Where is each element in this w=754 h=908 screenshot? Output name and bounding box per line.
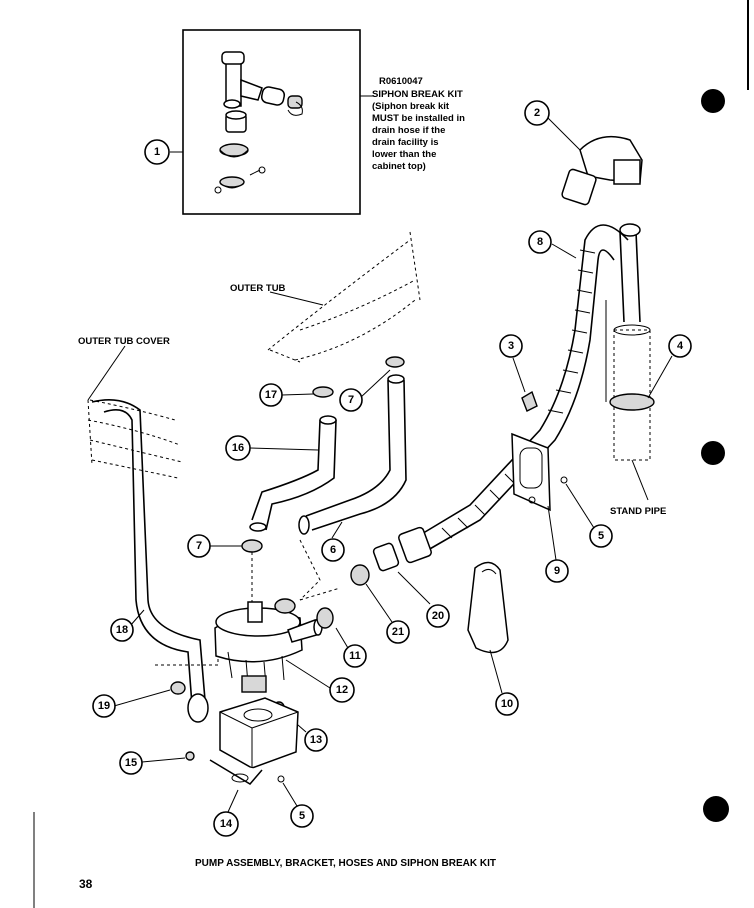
callout-8: 8 xyxy=(537,236,543,248)
callout-19: 19 xyxy=(98,700,110,712)
kit-line-5: drain facility is xyxy=(372,137,439,148)
kit-part-number: R0610047 xyxy=(379,76,423,87)
hose-end-2 xyxy=(561,135,643,206)
kit-line-6: lower than the xyxy=(372,149,436,160)
callout-1: 1 xyxy=(154,146,160,158)
callout-16: 16 xyxy=(232,442,244,454)
hose-cover-10 xyxy=(467,561,509,654)
stand-pipe xyxy=(605,300,655,461)
hose-bracket-9 xyxy=(511,432,551,512)
callout-7-lower: 7 xyxy=(196,540,202,552)
callout-12: 12 xyxy=(336,684,348,696)
callout-4: 4 xyxy=(677,340,684,352)
callout-6: 6 xyxy=(330,544,336,556)
callout-11: 11 xyxy=(349,650,361,662)
binder-hole-bottom xyxy=(703,796,729,822)
kit-line-2: (Siphon break kit xyxy=(372,101,450,112)
page-number: 38 xyxy=(79,877,93,891)
outer-tub-cover xyxy=(87,399,183,479)
callout-15: 15 xyxy=(125,757,137,769)
callout-13: 13 xyxy=(310,734,322,746)
kit-line-7: cabinet top) xyxy=(372,161,426,172)
outer-tub xyxy=(267,231,421,363)
callout-21: 21 xyxy=(392,626,404,638)
callout-14: 14 xyxy=(220,818,233,830)
callout-7-upper: 7 xyxy=(348,394,354,406)
kit-line-1: SIPHON BREAK KIT xyxy=(372,89,463,100)
callout-17: 17 xyxy=(265,389,277,401)
binder-hole-middle xyxy=(701,441,725,465)
callout-20: 20 xyxy=(432,610,444,622)
binder-hole-top xyxy=(701,89,725,113)
stand-pipe-label: STAND PIPE xyxy=(610,506,666,517)
hose-18 xyxy=(91,399,209,723)
hose-16 xyxy=(249,415,337,532)
callout-10: 10 xyxy=(501,698,513,710)
outer-tub-label: OUTER TUB xyxy=(230,283,286,294)
drain-hose-8 xyxy=(419,223,641,551)
figure-caption: PUMP ASSEMBLY, BRACKET, HOSES AND SIPHON… xyxy=(195,858,496,869)
kit-line-3: MUST be installed in xyxy=(372,113,465,124)
hose-6 xyxy=(298,374,407,535)
outer-tub-cover-label: OUTER TUB COVER xyxy=(78,336,170,347)
callout-5-lower: 5 xyxy=(299,810,305,822)
callout-5-upper: 5 xyxy=(598,530,604,542)
pump-bracket-14 xyxy=(209,697,299,785)
kit-line-4: drain hose if the xyxy=(372,125,445,136)
callout-9: 9 xyxy=(554,565,560,577)
drain-hose-coupling xyxy=(372,526,432,572)
siphon-break-kit-box xyxy=(182,29,361,215)
callout-18: 18 xyxy=(116,624,128,636)
callout-3: 3 xyxy=(508,340,514,352)
pump-assembly xyxy=(214,598,323,693)
callout-2: 2 xyxy=(534,107,540,119)
